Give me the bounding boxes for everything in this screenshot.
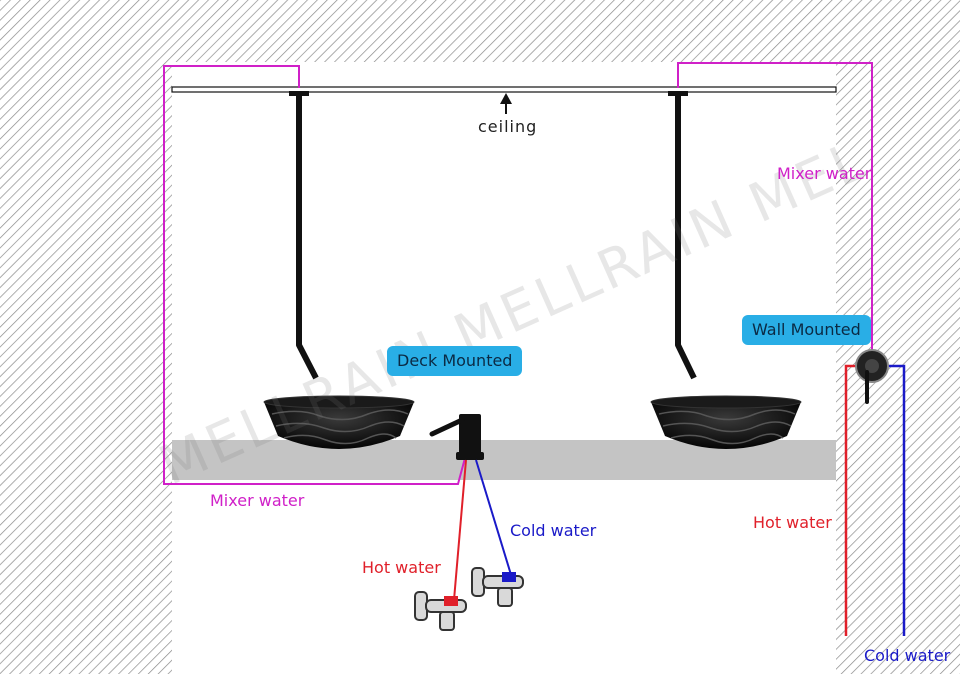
vessel-basin-left	[263, 395, 415, 449]
room-interior-lower	[172, 480, 836, 646]
ceiling-arrow-head	[500, 93, 512, 104]
hot-water-label-left: Hot water	[362, 558, 441, 577]
angle-valve-hot	[414, 591, 467, 631]
ceiling-spout-right	[668, 91, 697, 380]
wall-mounted-badge: Wall Mounted	[742, 315, 871, 345]
hot-water-label-right: Hot water	[753, 513, 832, 532]
cold-pipe-left	[475, 459, 513, 579]
deck-mounted-badge: Deck Mounted	[387, 346, 523, 376]
mixer-water-label-bottom: Mixer water	[210, 491, 305, 510]
hot-pipe-left	[453, 459, 467, 601]
ceiling-label: ceiling	[478, 117, 538, 136]
wall-mixer-fixture	[855, 349, 889, 404]
mixer-water-label-top: Mixer water	[777, 164, 872, 183]
ceiling-spout-left	[289, 91, 319, 380]
hot-pipe-right	[844, 364, 858, 636]
angle-valve-cold	[471, 567, 524, 607]
mixer-pipe-right	[677, 62, 873, 354]
ceiling-bar	[171, 86, 837, 93]
vessel-basin-right	[650, 395, 802, 449]
mixer-pipe-left	[163, 65, 466, 485]
cold-pipe-right	[886, 364, 906, 636]
cold-water-label-right: Cold water	[864, 646, 951, 665]
cold-water-label-left: Cold water	[510, 521, 597, 540]
deck-mixer-fixture	[429, 414, 484, 460]
